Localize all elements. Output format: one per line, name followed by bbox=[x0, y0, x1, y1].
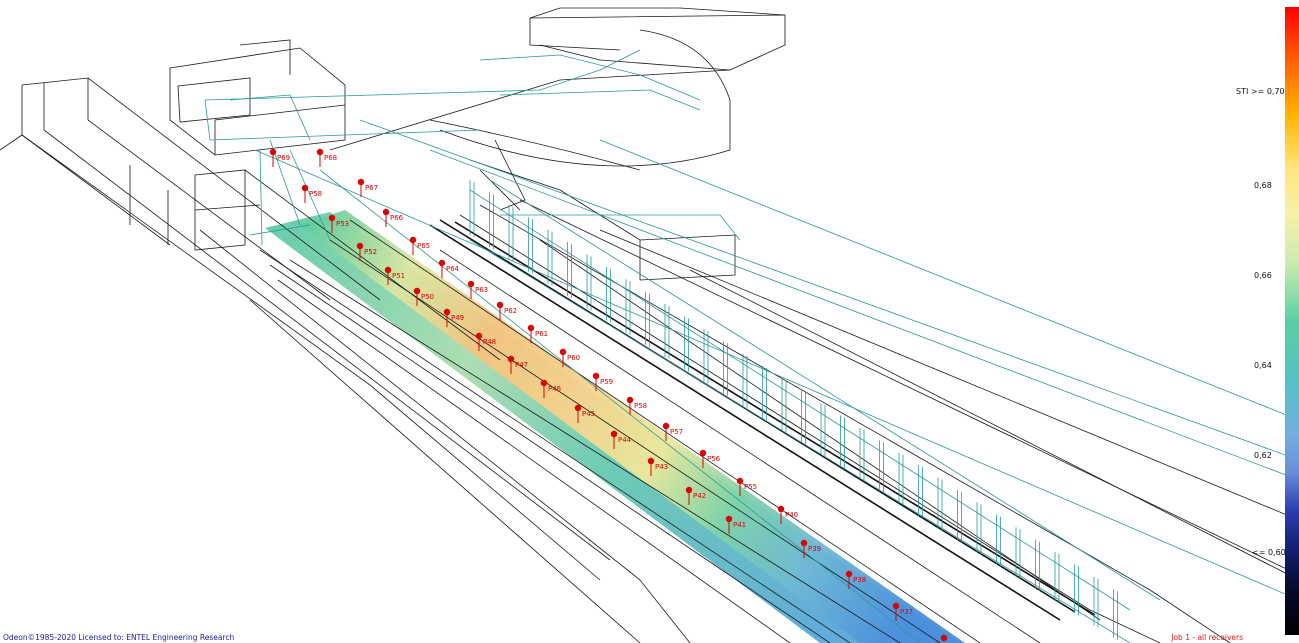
receiver-label: P41 bbox=[733, 521, 746, 529]
receiver-marker: P39 bbox=[800, 539, 821, 558]
receiver-label: P67 bbox=[365, 184, 378, 192]
receiver-marker: P40 bbox=[777, 505, 798, 524]
receiver-label: P55 bbox=[744, 483, 757, 491]
receiver-label: P64 bbox=[446, 265, 460, 273]
receiver-label: P44 bbox=[618, 436, 632, 444]
job-label: Job 1 - all receivers bbox=[1171, 633, 1243, 642]
receiver-marker: P42 bbox=[685, 486, 706, 505]
receiver-marker: P45 bbox=[574, 404, 595, 423]
receiver-marker: P37 bbox=[892, 602, 913, 621]
sti-surface-map bbox=[265, 210, 965, 643]
receiver-label: P62 bbox=[504, 307, 517, 315]
receiver-label: P40 bbox=[785, 511, 798, 519]
receiver-label: P47 bbox=[515, 361, 528, 369]
receiver-marker: P60 bbox=[559, 348, 580, 367]
receiver-marker: P43 bbox=[647, 457, 668, 476]
receiver-marker: P53 bbox=[328, 214, 349, 233]
receiver-marker: P41 bbox=[725, 515, 746, 534]
copyright-label: Odeon©1985-2020 Licensed to: ENTEL Engin… bbox=[3, 633, 235, 642]
receiver-marker: P66 bbox=[382, 208, 404, 227]
receiver-marker: P64 bbox=[438, 259, 460, 278]
receiver-marker: P49 bbox=[443, 308, 464, 327]
receiver-label: P49 bbox=[451, 314, 464, 322]
receiver-label: P42 bbox=[693, 492, 706, 500]
receiver-marker: P46 bbox=[540, 379, 562, 398]
receiver-marker: P38 bbox=[845, 570, 866, 589]
receiver-marker: P44 bbox=[610, 430, 632, 449]
receiver-label: P56 bbox=[707, 455, 721, 463]
platform-screen-doors bbox=[204, 49, 1299, 643]
receiver-label: P57 bbox=[670, 428, 683, 436]
legend-tick: <= 0,60 bbox=[1252, 548, 1286, 557]
receiver-marker: P61 bbox=[527, 324, 548, 343]
receiver-label: P38 bbox=[853, 576, 866, 584]
receiver-label: P60 bbox=[567, 354, 580, 362]
receiver-marker bbox=[940, 634, 948, 642]
receiver-label: P45 bbox=[582, 410, 595, 418]
receiver-label: P43 bbox=[655, 463, 668, 471]
receiver-label: P58 bbox=[309, 190, 322, 198]
receiver-label: P39 bbox=[808, 545, 821, 553]
receiver-marker: P48 bbox=[475, 332, 496, 351]
receiver-label: P58 bbox=[634, 402, 647, 410]
receiver-label: P69 bbox=[277, 154, 290, 162]
receiver-marker: P58 bbox=[301, 184, 322, 203]
legend-tick: 0,62 bbox=[1254, 451, 1272, 460]
receiver-marker: P62 bbox=[496, 301, 517, 320]
receiver-label: P59 bbox=[600, 378, 613, 386]
receiver-marker: P56 bbox=[699, 449, 721, 468]
receiver-marker: P69 bbox=[269, 148, 290, 167]
receiver-marker: P63 bbox=[467, 280, 488, 299]
receiver-label: P37 bbox=[900, 608, 913, 616]
receiver-marker: P59 bbox=[592, 372, 613, 391]
receiver-label: P46 bbox=[548, 385, 562, 393]
receiver-marker: P51 bbox=[384, 266, 405, 285]
legend-tick: 0,66 bbox=[1254, 271, 1272, 280]
legend-title: STI >= 0,70 bbox=[1236, 87, 1285, 96]
receiver-label: P68 bbox=[324, 154, 337, 162]
receiver-marker: P47 bbox=[507, 355, 528, 374]
receiver-label: P53 bbox=[336, 220, 349, 228]
receiver-marker: P67 bbox=[357, 178, 378, 197]
legend-tick: 0,64 bbox=[1254, 361, 1272, 370]
receiver-marker: P50 bbox=[413, 287, 434, 306]
receiver-marker: P52 bbox=[356, 242, 377, 261]
receiver-marker: P68 bbox=[316, 148, 337, 167]
receiver-label: P66 bbox=[390, 214, 404, 222]
receiver-marker: P55 bbox=[736, 477, 757, 496]
receiver-label: P52 bbox=[364, 248, 377, 256]
receiver-marker: P57 bbox=[662, 422, 683, 441]
receiver-label: P63 bbox=[475, 286, 488, 294]
receiver-label: P51 bbox=[392, 272, 405, 280]
legend-tick: 0,68 bbox=[1254, 181, 1272, 190]
receiver-label: P65 bbox=[417, 242, 430, 250]
receiver-label: P61 bbox=[535, 330, 548, 338]
receiver-label: P48 bbox=[483, 338, 496, 346]
receiver-label: P50 bbox=[421, 293, 434, 301]
sti-color-scale bbox=[1285, 7, 1299, 635]
wireframe-structure bbox=[0, 7, 1299, 643]
receiver-marker: P58 bbox=[626, 396, 647, 415]
receiver-marker: P65 bbox=[409, 236, 430, 255]
